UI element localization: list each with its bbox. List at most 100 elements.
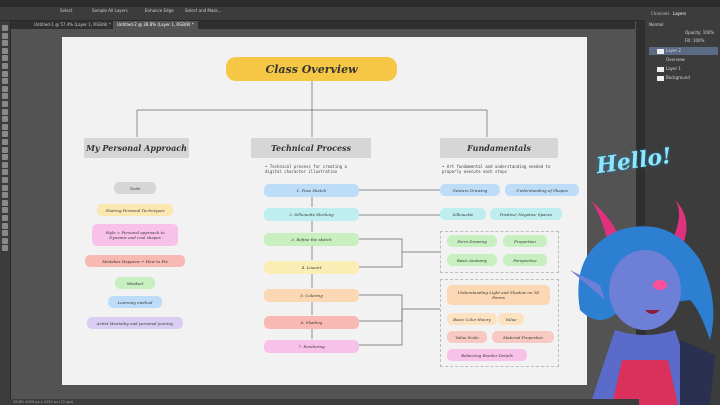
item-sharing-techniques: Sharing Personal Techniques — [97, 204, 173, 216]
tool-icon[interactable] — [2, 116, 8, 123]
tab-layers[interactable]: Layers — [673, 11, 687, 16]
fund-silhouette: Silhouette — [440, 208, 486, 220]
layer-name: Overview — [666, 57, 685, 62]
character-illustration — [570, 200, 715, 405]
option-select-and-mask[interactable]: Select and Mask... — [185, 8, 222, 13]
tool-icon[interactable] — [2, 169, 8, 176]
tool-icon[interactable] — [2, 199, 8, 206]
item-style: Style = Personal approach to Dynamic and… — [92, 224, 178, 246]
fund-value-scale: Value Scale — [447, 331, 487, 343]
step-pose-sketch: 1. Pose Sketch — [264, 184, 359, 197]
panel-icon-strip — [636, 21, 645, 405]
item-mistakes: Mistakes Happens → How to Fix — [85, 255, 185, 267]
top-garment — [612, 360, 678, 405]
tool-icon[interactable] — [2, 146, 8, 153]
layer-thumbnail — [657, 66, 664, 72]
tool-icon[interactable] — [2, 40, 8, 47]
tools-panel — [0, 21, 11, 405]
header-fundamentals: Fundamentals — [440, 138, 558, 158]
fill-field[interactable]: Fill: 100% — [685, 38, 705, 43]
fund-positive-negative: Positive/ Negative Spaces — [490, 208, 562, 220]
tool-icon[interactable] — [2, 154, 8, 161]
options-bar: Select Sample All Layers Enhance Edge Se… — [0, 7, 720, 21]
opacity-field[interactable]: Opacity: 100% — [685, 30, 715, 35]
diagram-title: Class Overview — [226, 57, 397, 81]
option-enhance-edge[interactable]: Enhance Edge — [145, 8, 174, 13]
fund-light-shadow: Understanding Light and Shadow on 3D For… — [447, 285, 550, 305]
document-tab-2[interactable]: Untitled-2 @ 28.8% (Layer 1, RGB/8) * — [113, 21, 198, 29]
tool-icon[interactable] — [2, 63, 8, 69]
layer-name: Layer 1 — [666, 66, 681, 71]
step-lineart: 4. Lineart — [264, 261, 359, 274]
tool-icon[interactable] — [2, 101, 8, 107]
layer-thumbnail — [657, 75, 664, 81]
text-layer-icon — [657, 58, 664, 63]
status-bar: 28.8% 4000 px x 2250 px (72 ppi) — [10, 399, 639, 405]
tool-icon[interactable] — [2, 230, 8, 237]
blend-mode-select[interactable]: Normal — [649, 22, 664, 27]
document-canvas: Class Overview My Personal Approach Tech… — [62, 37, 587, 385]
tool-icon[interactable] — [2, 215, 8, 221]
tool-icon[interactable] — [2, 245, 8, 252]
fund-value: Value — [498, 313, 524, 325]
tool-icon[interactable] — [2, 32, 8, 39]
item-artist-mentality: Artist Mentality and personal journey — [87, 317, 183, 329]
fund-perspective: Perspective — [503, 254, 547, 266]
tool-icon[interactable] — [2, 70, 8, 77]
option-select[interactable]: Select — [60, 8, 73, 13]
tool-icon[interactable] — [2, 139, 8, 145]
fund-color-theory: Basic Color theory — [447, 313, 497, 325]
header-personal-approach: My Personal Approach — [84, 138, 189, 158]
tool-icon[interactable] — [2, 237, 8, 244]
fund-gesture-drawing: Gesture Drawing — [440, 184, 500, 196]
tool-icon[interactable] — [2, 55, 8, 62]
tool-icon[interactable] — [2, 108, 8, 115]
step-shading: 6. Shading — [264, 316, 359, 329]
fund-shapes: Understanding of Shapes — [505, 184, 579, 196]
eye — [653, 280, 667, 290]
fundamentals-note: • Art fundamental and understanding need… — [442, 164, 551, 174]
fund-balancing-render: Balancing Render Details — [447, 349, 527, 361]
document-tab-bar: Untitled-1 @ 57.4% (Layer 1, RGB/8) * Un… — [10, 21, 635, 29]
tool-icon[interactable] — [2, 78, 8, 85]
layer-name: Background — [666, 75, 690, 80]
tool-icon[interactable] — [2, 123, 8, 130]
ear — [570, 270, 605, 300]
tab-channels[interactable]: Channels — [651, 11, 670, 16]
tool-icon[interactable] — [2, 207, 8, 214]
fund-form-drawing: Form Drawing — [447, 235, 497, 247]
item-mindset: Mindset — [115, 277, 155, 289]
step-rendering: 7. Rendering — [264, 340, 359, 353]
layer-row-3[interactable]: Layer 1 — [649, 65, 718, 73]
step-refine-sketch: 3. Refine the sketch — [264, 233, 359, 246]
mouth — [645, 310, 660, 314]
fund-material-properties: Material Properties — [492, 331, 554, 343]
tool-icon[interactable] — [2, 161, 8, 168]
tool-icon[interactable] — [2, 47, 8, 54]
option-sample-all-layers[interactable]: Sample All Layers — [92, 8, 128, 13]
item-tools: Tools — [114, 182, 156, 194]
connector-lines — [136, 81, 488, 346]
fund-proportion: Proportion — [503, 235, 547, 247]
tool-icon[interactable] — [2, 192, 8, 199]
layer-row-4[interactable]: Background — [649, 74, 718, 82]
armor — [680, 340, 715, 405]
face — [609, 250, 681, 330]
document-tab-1[interactable]: Untitled-1 @ 57.4% (Layer 1, RGB/8) * — [34, 22, 111, 27]
tool-icon[interactable] — [2, 184, 8, 191]
tool-icon[interactable] — [2, 222, 8, 229]
tool-icon[interactable] — [2, 85, 8, 92]
header-technical-process: Technical Process — [251, 138, 371, 158]
tool-icon[interactable] — [2, 25, 8, 31]
form-group-box — [440, 231, 559, 273]
fund-basic-anatomy: Basic Anatomy — [447, 254, 497, 266]
menu-bar — [0, 0, 720, 7]
tool-icon[interactable] — [2, 93, 8, 100]
technical-process-note: • Technical process for creating a digit… — [265, 164, 347, 174]
light-group-box — [440, 279, 559, 367]
layer-row-2[interactable]: Overview — [649, 56, 718, 64]
tool-icon[interactable] — [2, 131, 8, 138]
step-silhouette-blocking: 2. Silhouette blocking — [264, 208, 359, 221]
tool-icon[interactable] — [2, 177, 8, 183]
layer-row-1[interactable]: Layer 2 — [649, 47, 718, 55]
